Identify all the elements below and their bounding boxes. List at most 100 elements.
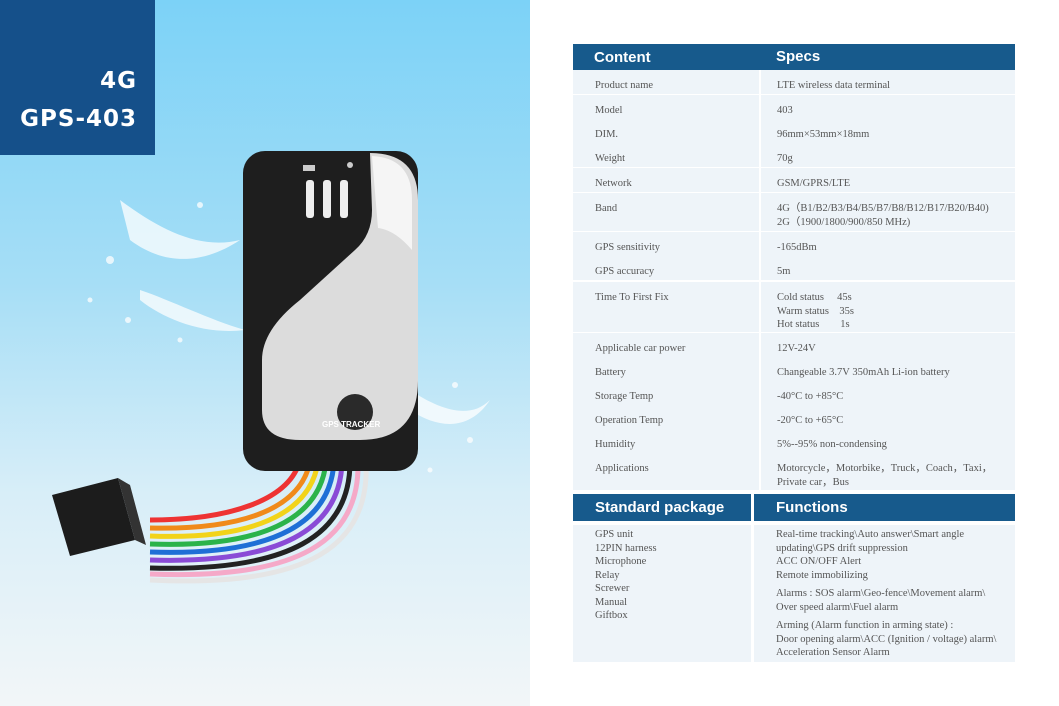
function-line: Door opening alarm\ACC (Ignition / volta… [776, 633, 997, 645]
spec-label: GPS accuracy [595, 266, 655, 277]
spec-label: Model [595, 105, 623, 116]
network-label: 4G [100, 68, 137, 94]
spec-row: Storage Temp-40°C to +85°C [573, 381, 1015, 405]
spec-value: 5m [777, 265, 790, 279]
column-divider [759, 168, 761, 192]
package-item: Relay [595, 569, 620, 581]
wire-harness [149, 459, 369, 584]
spec-row: Band 4G（B1/B2/B3/B4/B5/B7/B8/B12/B17/B20/… [573, 193, 1015, 231]
spec-row: Weight 70g [573, 143, 1015, 167]
column-divider [759, 143, 761, 167]
spec-value-line: Changeable 3.7V 350mAh Li-ion battery [777, 367, 950, 378]
spec-row: Operation Temp -20°C to +65°C [573, 405, 1015, 429]
spec-label: Weight [595, 153, 626, 164]
package-item: Microphone [595, 556, 647, 567]
spec-label: Battery [595, 367, 626, 378]
function-line: Acceleration Sensor Alarm [776, 647, 890, 658]
spec-value-line: Motorcycle，Motorbike，Truck，Coach，Taxi， [777, 463, 993, 474]
function-line: updating\GPS drift suppression [776, 542, 908, 554]
device-logo-text: GPS TRACKER [322, 420, 381, 429]
spec-label: DIM. [595, 129, 619, 140]
package-item: 12PIN harness [595, 542, 657, 554]
column-divider [759, 256, 761, 280]
spec-value: -165dBm [777, 241, 817, 255]
column-divider [759, 405, 761, 429]
functions-list: Real-time tracking\Auto answer\Smart ang… [754, 525, 1015, 662]
spec-row: GPS sensitivity -165dBm [573, 232, 1015, 256]
spec-value: GSM/GPRS/LTE [777, 177, 850, 191]
spec-value-line: 403 [777, 105, 793, 116]
spec-label: Band [595, 203, 618, 214]
standard-package-header: Standard package [573, 494, 751, 521]
spec-value-line: GSM/GPRS/LTE [777, 178, 851, 189]
spec-value-line: LTE wireless data terminal [777, 80, 891, 91]
spec-label: Humidity [595, 439, 636, 450]
spec-value: 5%--95% non-condensing [777, 438, 887, 452]
spec-value: 70g [777, 152, 793, 166]
spec-value-line: Warm status 35s [777, 305, 855, 317]
spec-value: -40°C to +85°C [777, 390, 843, 404]
spec-value: 12V-24V [777, 342, 816, 356]
package-item: Manual [595, 596, 628, 608]
spec-value-line: Private car，Bus [777, 476, 850, 488]
spec-row: DIM. 96mm×53mm×18mm [573, 119, 1015, 143]
column-divider [759, 70, 761, 94]
spec-value: Changeable 3.7V 350mAh Li-ion battery [777, 366, 950, 380]
model-label: GPS-403 [20, 106, 137, 132]
spec-value-line: 2G（1900/1800/900/850 MHz) [777, 216, 911, 228]
column-divider [759, 453, 761, 490]
spec-label: Applicable car power [595, 343, 686, 354]
function-line: Arming (Alarm function in arming state) … [776, 620, 954, 631]
spec-label: Time To First Fix [595, 292, 669, 303]
device-body [243, 151, 418, 471]
spec-value-line: -165dBm [777, 242, 817, 253]
column-divider [759, 232, 761, 256]
water-splash [87, 200, 490, 473]
column-divider [759, 193, 761, 231]
column-divider [759, 282, 761, 332]
function-line: ACC ON/OFF Alert [776, 556, 862, 567]
spec-row: Applications Motorcycle，Motorbike，Truck，C… [573, 453, 1015, 490]
spec-value-line: 5m [777, 266, 791, 277]
spec-value-line: -40°C to +85°C [777, 391, 844, 402]
gps-tracker-device-image [52, 151, 490, 584]
spec-value-line: 96mm×53mm×18mm [777, 129, 870, 140]
spec-value-line: -20°C to +65°C [777, 415, 844, 426]
spec-value-line: Cold status 45s [777, 292, 852, 303]
product-image-panel: GPS TRACKER 4G GPS-403 [0, 0, 530, 706]
spec-label: Applications [595, 463, 649, 474]
spec-row: Humidity 5%--95% non-condensing [573, 429, 1015, 453]
spec-value: 96mm×53mm×18mm [777, 128, 869, 142]
function-line: Alarms : SOS alarm\Geo-fence\Movement al… [776, 588, 986, 599]
spec-row: Model 403 [573, 95, 1015, 119]
spec-value-line: 70g [777, 153, 793, 164]
spec-value-line: 5%--95% non-condensing [777, 439, 887, 450]
spec-value: 4G（B1/B2/B3/B4/B5/B7/B8/B12/B17/B20/B40)… [777, 202, 989, 229]
spec-value: 403 [777, 104, 793, 118]
column-divider [759, 357, 761, 381]
specs-table-header: Content Specs [573, 44, 1015, 71]
spec-label: GPS sensitivity [595, 242, 661, 253]
functions-header: Functions [754, 494, 1015, 521]
function-line: Remote immobilizing [776, 569, 868, 581]
spec-value: LTE wireless data terminal [777, 79, 890, 93]
function-line: Real-time tracking\Auto answer\Smart ang… [776, 529, 965, 540]
spec-row: GPS accuracy 5m [573, 256, 1015, 280]
package-item: Giftbox [595, 610, 628, 621]
column-divider [759, 95, 761, 119]
standard-package-title: Standard package [595, 499, 725, 516]
connector [52, 478, 146, 556]
column-divider [759, 381, 761, 405]
spec-label: Operation Temp [595, 415, 664, 426]
spec-value: Motorcycle，Motorbike，Truck，Coach，Taxi， Pr… [777, 462, 992, 489]
function-line: Over speed alarm\Fuel alarm [776, 601, 899, 613]
spec-value: -20°C to +65°C [777, 414, 843, 428]
specs-header: Specs [776, 48, 821, 65]
column-divider [759, 429, 761, 453]
